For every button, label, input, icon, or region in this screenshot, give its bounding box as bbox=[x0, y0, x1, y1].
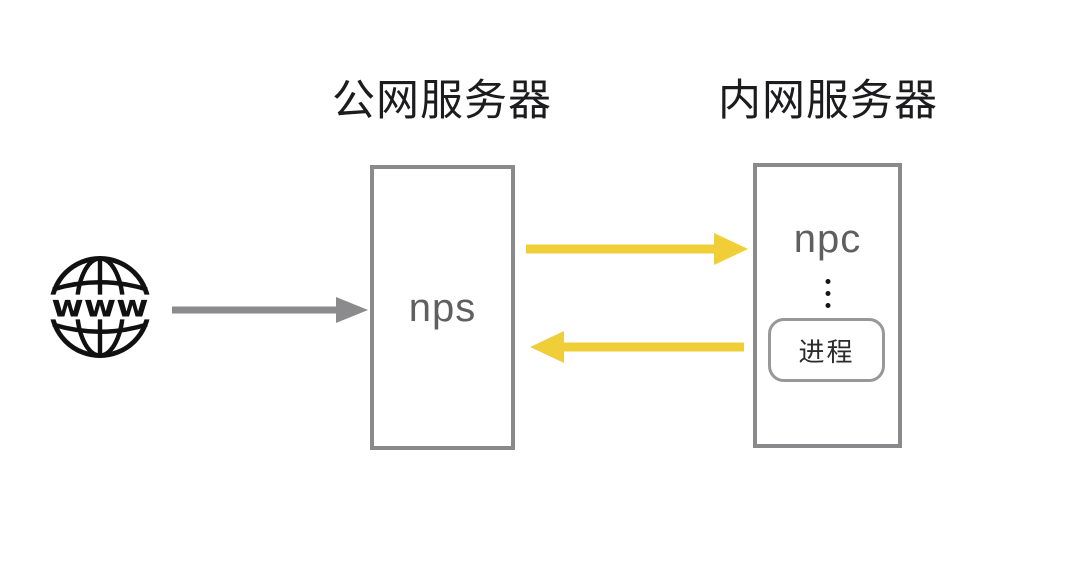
public-server-title: 公网服务器 bbox=[332, 77, 552, 125]
arrow-head bbox=[714, 233, 748, 265]
ellipsis-dot bbox=[825, 278, 830, 284]
arrow-head bbox=[530, 331, 564, 363]
globe-latitude-top bbox=[52, 280, 148, 292]
ellipsis-dot bbox=[825, 290, 830, 296]
npc-to-nps-arrow bbox=[530, 331, 744, 363]
npc-server-box: npc 进程 bbox=[753, 163, 902, 448]
nps-server-box: nps bbox=[370, 165, 515, 450]
npc-label: npc bbox=[793, 217, 862, 261]
www-globe-icon: www bbox=[47, 255, 153, 359]
internet-to-nps-arrow bbox=[172, 297, 368, 323]
process-box: 进程 bbox=[768, 318, 885, 382]
nps-label: nps bbox=[408, 285, 477, 330]
globe-text-band bbox=[47, 294, 153, 320]
globe-latitude-bottom bbox=[52, 322, 148, 334]
ellipsis-dot bbox=[825, 302, 830, 308]
private-server-title: 内网服务器 bbox=[718, 77, 938, 125]
vertical-ellipsis bbox=[825, 275, 830, 311]
arrow-head bbox=[336, 297, 368, 323]
nps-to-npc-arrow bbox=[526, 233, 748, 265]
www-label: www bbox=[51, 290, 148, 325]
process-label: 进程 bbox=[798, 336, 855, 367]
